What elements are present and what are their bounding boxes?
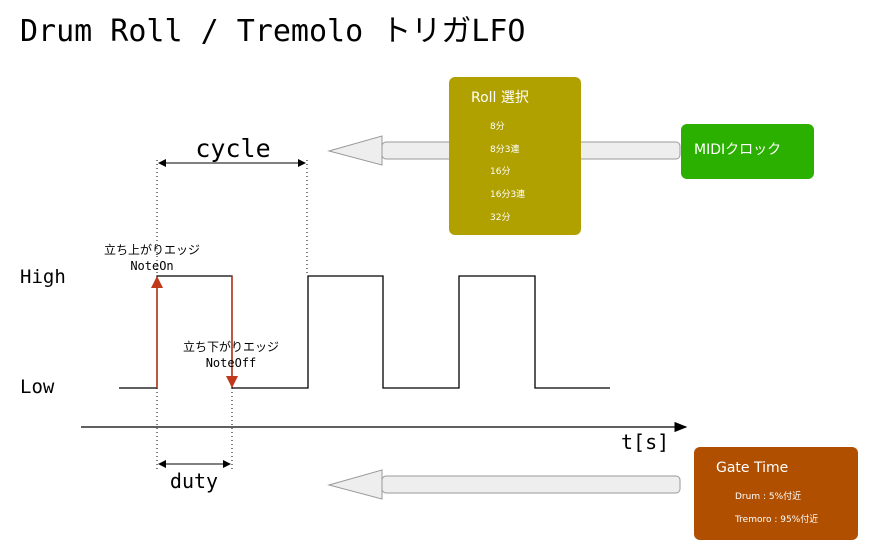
duty-dimension: duty [158, 460, 231, 493]
lower-flow-arrow-head [327, 469, 383, 500]
high-level-label: High [20, 266, 66, 288]
roll-option: 8分 [490, 121, 505, 132]
roll-select-title: Roll 選択 [471, 90, 529, 106]
gate-time-title: Gate Time [716, 460, 788, 476]
guide-lines [156, 160, 308, 470]
falling-edge-label: 立ち下がりエッジ [183, 339, 279, 354]
cycle-label: cycle [195, 134, 270, 163]
gate-time-tremoro: Tremoro : 95%付近 [734, 513, 818, 525]
lower-flow-arrow-shaft [381, 475, 681, 494]
upper-flow-arrow-head [327, 135, 383, 166]
roll-option: 8分3連 [490, 143, 519, 155]
duty-label: duty [170, 469, 218, 493]
note-off-label: NoteOff [206, 356, 257, 370]
roll-option: 16分3連 [490, 188, 525, 200]
page-title: Drum Roll / Tremolo トリガLFO [20, 14, 525, 49]
gate-time-drum: Drum : 5%付近 [735, 490, 801, 502]
roll-option: 32分 [490, 212, 510, 223]
midi-clock-title: MIDIクロック [694, 142, 781, 158]
low-level-label: Low [20, 376, 55, 398]
gate-time-box: Gate Time Drum : 5%付近 Tremoro : 95%付近 [694, 447, 858, 540]
roll-option: 16分 [490, 166, 510, 177]
time-axis-label: t[s] [621, 430, 669, 454]
lower-flow-arrow [327, 469, 681, 500]
rising-edge-label: 立ち上がりエッジ [104, 242, 200, 257]
roll-select-box: Roll 選択 8分 8分3連 16分 16分3連 32分 [449, 77, 581, 235]
square-wave-signal [119, 275, 610, 389]
cycle-dimension: cycle [158, 134, 306, 167]
note-on-label: NoteOn [130, 259, 173, 273]
midi-clock-box: MIDIクロック [681, 124, 814, 179]
